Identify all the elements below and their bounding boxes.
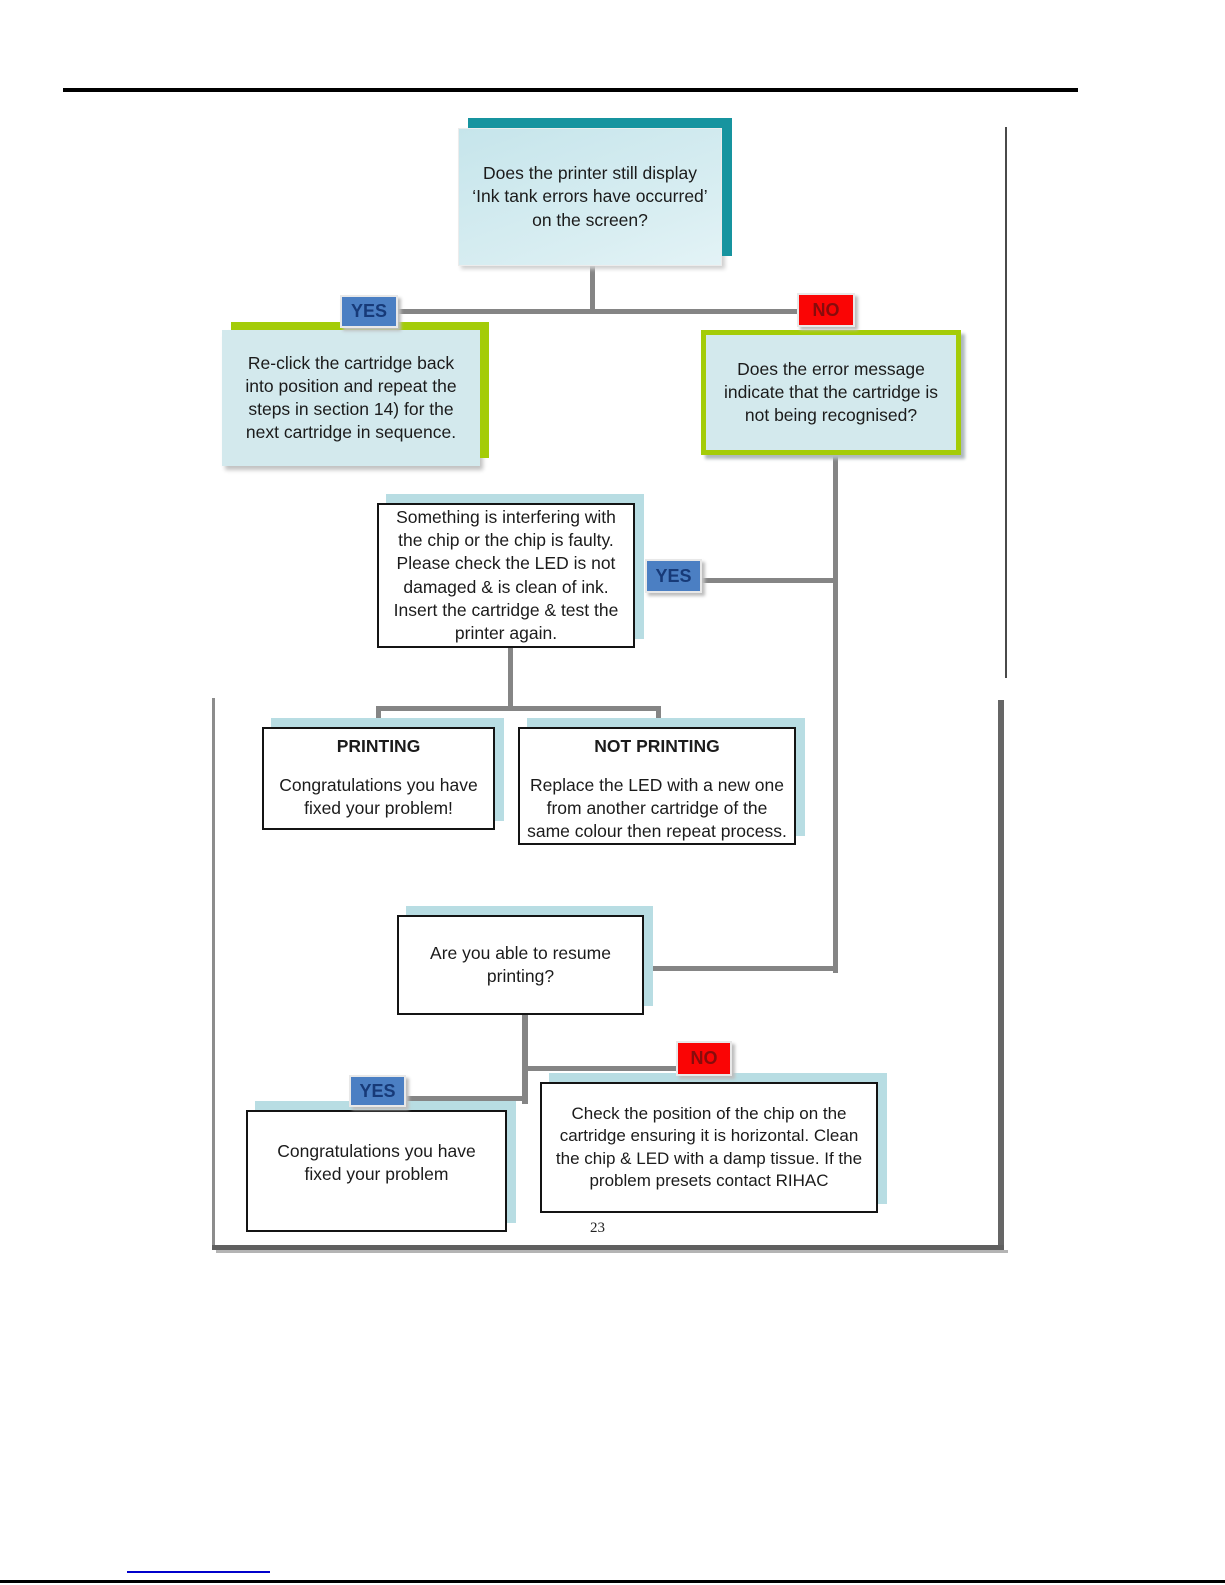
reclick-text: Re-click the cartridge back into positio… [245, 352, 457, 443]
top-rule [63, 88, 1078, 92]
connector-start-down [590, 266, 595, 312]
page-edge-line-right [1005, 127, 1007, 678]
chip-fault-text: Something is interfering with the chip o… [393, 507, 619, 643]
connector-to-resume [648, 966, 838, 971]
flowchart-node-start: Does the printer still display ‘Ink tank… [458, 128, 722, 266]
lower-frame-bottom [212, 1245, 1004, 1250]
error-message-text: Does the error message indicate that the… [723, 358, 938, 426]
not-printing-text: Replace the LED with a new one from anot… [527, 775, 787, 842]
yes-label-bottom: YES [349, 1075, 406, 1107]
bottom-rule [0, 1580, 1225, 1583]
not-printing-title: NOT PRINTING [594, 736, 720, 756]
connector-printing-split [376, 706, 661, 711]
connector-notprinting-stub [656, 706, 661, 730]
connector-printing-stub [376, 706, 381, 730]
flowchart-node-chip-fault: Something is interfering with the chip o… [377, 503, 635, 648]
connector-no-branch-down [833, 455, 838, 973]
flowchart-node-not-printing: NOT PRINTING Replace the LED with a new … [518, 727, 796, 845]
connector-chip-down [508, 646, 513, 711]
start-text: Does the printer still display ‘Ink tank… [472, 163, 708, 230]
lower-frame-right [998, 700, 1004, 1250]
yes-label-top: YES [340, 295, 398, 328]
flowchart-node-resume-printing: Are you able to resume printing? [397, 915, 644, 1015]
printing-text: Congratulations you have fixed your prob… [279, 775, 478, 819]
yes-label-middle: YES [645, 559, 702, 593]
connector-yes-no-split [398, 309, 799, 314]
page-number: 23 [590, 1220, 605, 1236]
resume-text: Are you able to resume printing? [430, 942, 611, 986]
flowchart-node-printing: PRINTING Congratulations you have fixed … [262, 727, 495, 830]
connector-yes-to-chip [700, 578, 836, 583]
connector-resume-down [522, 1013, 528, 1104]
flowchart-node-error-message: Does the error message indicate that the… [701, 330, 961, 455]
footer-link-underline[interactable] [127, 1571, 270, 1573]
check-chip-text: Check the position of the chip on the ca… [555, 1103, 863, 1190]
congrats-text: Congratulations you have fixed your prob… [277, 1141, 476, 1185]
connector-to-no2 [525, 1066, 678, 1071]
flowchart-node-check-chip: Check the position of the chip on the ca… [540, 1082, 878, 1213]
lower-frame-bottom-shadow [216, 1250, 1008, 1253]
flowchart-node-reclick-cartridge: Re-click the cartridge back into positio… [222, 330, 480, 466]
no-label-top: NO [797, 293, 855, 327]
no-label-bottom: NO [676, 1041, 732, 1076]
lower-frame-left [212, 698, 215, 1250]
connector-to-yes3 [407, 1096, 525, 1101]
printing-title: PRINTING [336, 736, 421, 756]
flowchart-node-congrats: Congratulations you have fixed your prob… [246, 1110, 507, 1232]
